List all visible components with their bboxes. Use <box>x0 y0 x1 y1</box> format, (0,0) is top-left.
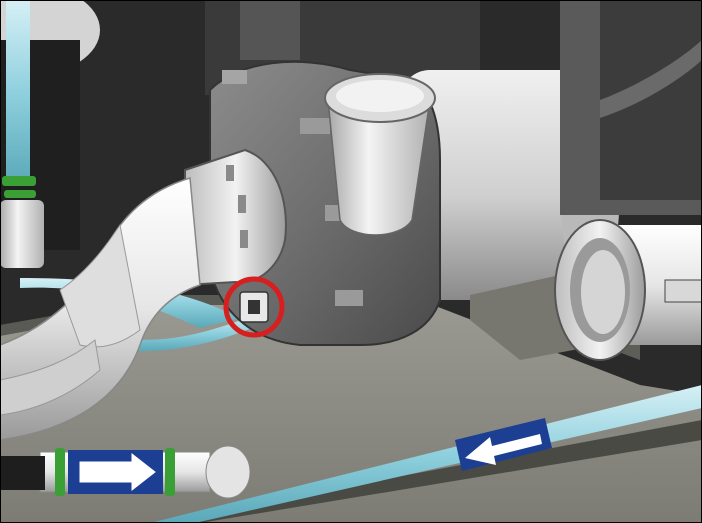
fitting-left <box>0 200 44 268</box>
back-panel-light <box>240 0 300 60</box>
flow-arrow-icon-left <box>465 434 542 465</box>
highlight-circle-icon <box>223 276 285 338</box>
union-nut-left-grip-2 <box>238 195 246 213</box>
union-nut-left <box>184 148 287 287</box>
diagonal-hose <box>150 385 702 523</box>
lower-pipe-left-cap <box>0 456 45 490</box>
volute-rib-4 <box>222 70 247 84</box>
volute-rib-3 <box>335 290 363 306</box>
hose-clamp-icon-fitting <box>248 300 260 314</box>
hose-clamp-icon-2 <box>4 190 36 198</box>
volute-rib-1 <box>300 118 330 134</box>
union-nut-left-grip-1 <box>226 165 234 181</box>
elbow-collar-lower <box>0 339 101 416</box>
union-nut-right-inner <box>581 250 625 334</box>
inlet-neck <box>327 99 431 236</box>
hose-to-fitting <box>120 314 262 352</box>
hose-back <box>20 278 240 328</box>
inlet-opening <box>336 80 424 112</box>
hose-clamp-icon <box>2 176 36 186</box>
hose-clamp-icon-lower-1 <box>55 448 65 496</box>
flow-arrow-icon-right <box>79 452 156 492</box>
terminal-strip <box>664 279 702 303</box>
hose-clamp-icon-lower-2 <box>165 448 175 496</box>
motor-body <box>400 70 590 300</box>
vertical-hose-left <box>6 0 30 185</box>
control-box-curve <box>600 40 702 118</box>
union-nut-left-grip-3 <box>240 230 248 248</box>
lower-pipe-end <box>205 445 251 499</box>
